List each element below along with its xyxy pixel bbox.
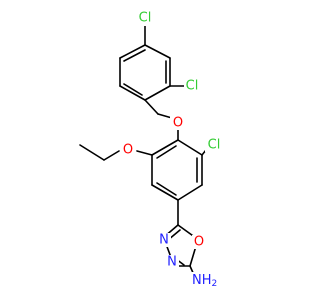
- oxygen-atom-label: O: [194, 235, 204, 250]
- chlorine-atom-label: Cl: [186, 79, 199, 94]
- bond: [144, 44, 171, 59]
- amine-subscript: 2: [212, 279, 218, 289]
- bond: [177, 184, 203, 201]
- bond-double-inner: [156, 182, 177, 196]
- nitrogen-atom-label: N: [167, 255, 177, 270]
- ethyl-bond: [79, 144, 105, 161]
- bond-double-inner: [123, 49, 146, 62]
- ch2-o-bond: [157, 113, 173, 119]
- bond: [151, 139, 179, 156]
- nitrogen-atom-label: N: [159, 233, 169, 248]
- dichlorophenyl-ring: [119, 23, 185, 101]
- bond-double-inner: [123, 83, 143, 96]
- amine-label: NH: [192, 273, 212, 288]
- amine-group-label: NH2: [192, 273, 217, 290]
- bond: [189, 245, 197, 267]
- bond: [119, 85, 146, 101]
- bond: [119, 44, 146, 59]
- chlorine-atom-label: Cl: [208, 138, 221, 153]
- aryl-o-ethoxy-bond: [136, 150, 153, 156]
- benzyl-ch2-bond: [144, 99, 159, 115]
- bond: [151, 184, 179, 201]
- central-phenyl-ring: [151, 139, 207, 201]
- molecule-structure: Cl Cl O Cl O O N N NH2: [79, 10, 221, 290]
- structure-canvas: Cl Cl O Cl O O N N NH2: [79, 10, 221, 290]
- chlorine-atom-label: Cl: [139, 11, 152, 26]
- oxygen-atom-label: O: [123, 143, 133, 158]
- bond-double-inner: [156, 145, 177, 159]
- bond: [144, 85, 171, 101]
- bond: [177, 139, 203, 156]
- o-ethyl-bond: [103, 150, 120, 161]
- oxygen-atom-label: O: [173, 116, 183, 131]
